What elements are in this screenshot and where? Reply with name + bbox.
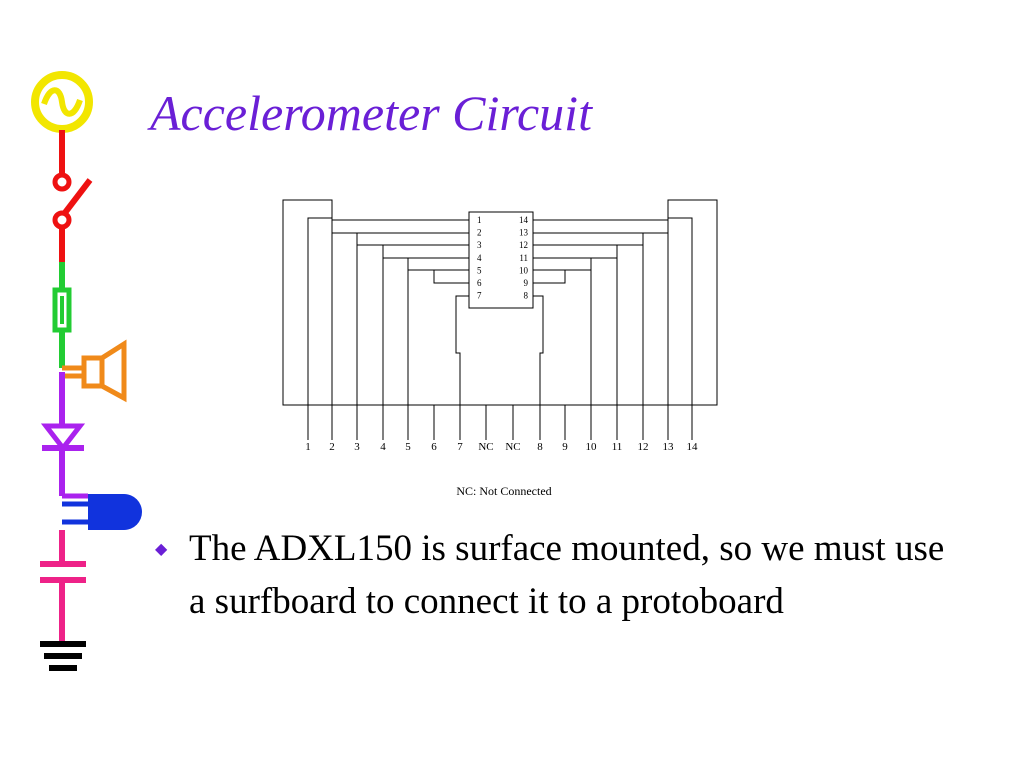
- bullet-text: The ADXL150 is surface mounted, so we mu…: [189, 528, 945, 622]
- bottom-pin-label: 5: [405, 441, 411, 453]
- bottom-pin-label: 11: [612, 441, 623, 453]
- chip-pin-label: 2: [477, 228, 482, 238]
- bottom-pin-label: 13: [663, 441, 675, 453]
- wire-pin-12: [533, 232, 669, 440]
- switch-icon: [52, 130, 93, 262]
- chip-pin-label: 13: [519, 228, 529, 238]
- adxl150-chip: [468, 211, 534, 309]
- wire-pin-1: [282, 199, 469, 440]
- decorative-circuit-strip: [31, 71, 142, 671]
- wire-pin-14: [533, 199, 718, 440]
- chip-pin-label: 14: [519, 215, 529, 225]
- bottom-pin-label: 10: [586, 441, 598, 453]
- wire-pin-4: [356, 244, 469, 440]
- bottom-pin-label: NC: [505, 441, 520, 453]
- ac-source-icon: [31, 71, 93, 133]
- diode-icon: [40, 372, 88, 499]
- chip-pin-label: 1: [477, 215, 482, 225]
- resistor-icon: [52, 262, 72, 368]
- bottom-pin-label: 1: [305, 441, 311, 453]
- lamp-icon: [62, 494, 142, 530]
- diagram-note: NC: Not Connected: [456, 484, 551, 498]
- chip-right-pin-labels: 14 13 12 11 10 9 8: [519, 215, 529, 301]
- diamond-bullet-icon: ◆: [155, 539, 168, 558]
- wire-pin-11: [533, 244, 644, 440]
- wire-pin-3: [331, 232, 469, 440]
- wire-pin-8: [533, 295, 544, 440]
- chip-pin-label: 9: [524, 278, 529, 288]
- slide-title: Accelerometer Circuit: [150, 85, 592, 141]
- wire-pin-7: [455, 295, 469, 440]
- bottom-pin-label: 12: [638, 441, 649, 453]
- ground-icon: [40, 641, 86, 671]
- chip-pin-label: 12: [519, 240, 528, 250]
- bullet-item: ◆ The ADXL150 is surface mounted, so we …: [155, 522, 975, 628]
- speaker-icon: [62, 339, 127, 403]
- wire-pin-10: [533, 257, 618, 440]
- bottom-pin-label: 3: [354, 441, 360, 453]
- bottom-pin-label: NC: [478, 441, 493, 453]
- chip-pin-label: 7: [477, 291, 482, 301]
- bottom-pin-label: 6: [431, 441, 437, 453]
- chip-pin-label: 10: [519, 265, 529, 275]
- chip-pin-label: 8: [524, 291, 529, 301]
- chip-pin-label: 6: [477, 278, 482, 288]
- chip-pin-label: 3: [477, 240, 482, 250]
- chip-pin-label: 5: [477, 265, 482, 275]
- chip-pin-label: 4: [477, 253, 482, 263]
- bottom-pin-label: 7: [457, 441, 463, 453]
- bottom-pin-label: 9: [562, 441, 568, 453]
- bottom-pin-label: 4: [380, 441, 386, 453]
- chip-left-pin-labels: 1 2 3 4 5 6 7: [477, 215, 482, 301]
- diagram-wires: [282, 199, 718, 440]
- chip-pin-label: 11: [519, 253, 528, 263]
- bottom-pin-label: 14: [687, 441, 699, 453]
- bottom-pin-label: 8: [537, 441, 543, 453]
- capacitor-icon: [40, 530, 86, 642]
- bottom-pin-label: 2: [329, 441, 335, 453]
